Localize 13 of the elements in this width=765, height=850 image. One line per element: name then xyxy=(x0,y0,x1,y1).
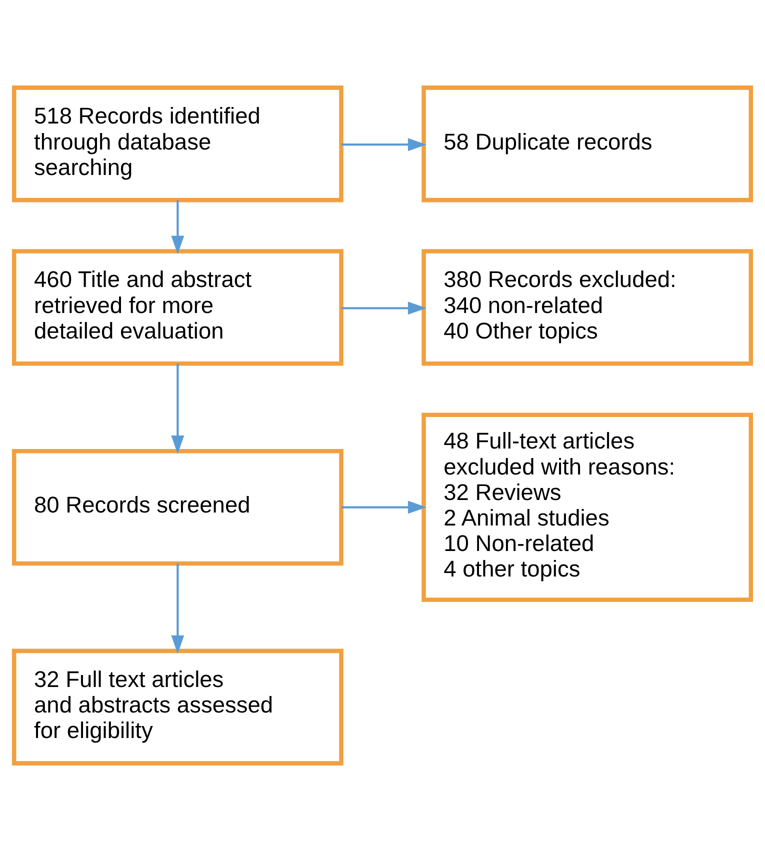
arrow xyxy=(341,500,426,514)
node-box: 58 Duplicate records xyxy=(422,85,754,202)
node-box: 380 Records excluded: 340 non-related 40 Other topics xyxy=(422,248,754,366)
node-box: 48 Full-text articles excluded with reasons: 32 Reviews 2 Animal studies 10 Non-related 4 other topics xyxy=(422,412,754,602)
node-box: 32 Full text articles and abstracts assessed for eligibility xyxy=(12,648,344,765)
arrow xyxy=(341,138,426,151)
arrow xyxy=(171,562,184,654)
arrow xyxy=(341,301,426,314)
node-box: 518 Records identified through database searching xyxy=(12,85,344,202)
node-box: 80 Records screened xyxy=(12,448,344,566)
arrow xyxy=(171,363,184,454)
node-box: 460 Title and abstract retrieved for more detailed evaluation xyxy=(12,248,344,366)
arrow xyxy=(171,200,184,254)
